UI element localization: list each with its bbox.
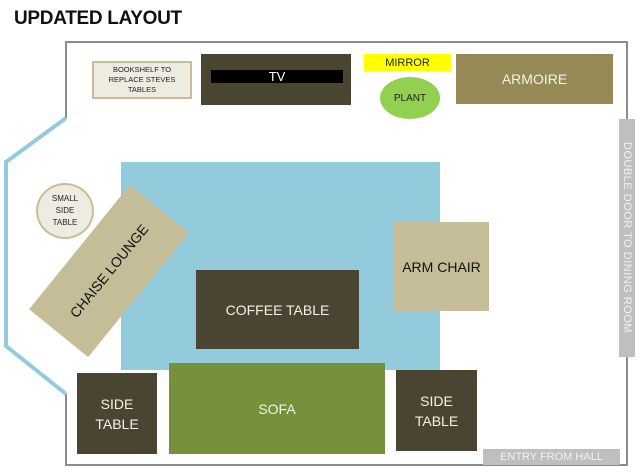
coffee-table[interactable]: COFFEE TABLE bbox=[196, 270, 359, 349]
sofa-label: SOFA bbox=[258, 400, 296, 417]
arm-chair-label: ARM CHAIR bbox=[402, 258, 481, 275]
sofa[interactable]: SOFA bbox=[169, 363, 385, 454]
coffee-table-label: COFFEE TABLE bbox=[225, 301, 330, 318]
bookshelf[interactable]: BOOKSHELF TO REPLACE STEVES TABLES bbox=[92, 61, 192, 99]
armoire[interactable]: ARMOIRE bbox=[456, 54, 613, 104]
page-title: UPDATED LAYOUT bbox=[14, 8, 182, 29]
tv-screen: TV bbox=[211, 70, 343, 83]
mirror[interactable]: MIRROR bbox=[364, 54, 451, 71]
hall-entry-door[interactable]: ENTRY FROM HALL bbox=[483, 449, 620, 465]
bay-window bbox=[3, 116, 68, 396]
tv-stand[interactable]: TV bbox=[201, 54, 351, 105]
hall-entry-door-label: ENTRY FROM HALL bbox=[500, 451, 603, 463]
small-side-table[interactable]: SMALL SIDE TABLE bbox=[36, 183, 94, 239]
tv-label: TV bbox=[268, 69, 286, 84]
side-table-left-label: SIDE TABLE bbox=[95, 395, 139, 432]
mirror-label: MIRROR bbox=[385, 56, 430, 69]
armoire-label: ARMOIRE bbox=[501, 71, 568, 87]
side-table-left[interactable]: SIDE TABLE bbox=[77, 373, 157, 454]
side-table-right[interactable]: SIDE TABLE bbox=[396, 370, 477, 451]
arm-chair[interactable]: ARM CHAIR bbox=[394, 222, 489, 311]
dining-room-door-label: DOUBLE DOOR TO DINING ROOM bbox=[621, 142, 633, 334]
dining-room-door[interactable]: DOUBLE DOOR TO DINING ROOM bbox=[619, 119, 635, 357]
small-side-table-label: SMALL SIDE TABLE bbox=[51, 194, 79, 227]
side-table-right-label: SIDE TABLE bbox=[414, 392, 459, 429]
plant[interactable]: PLANT bbox=[380, 77, 440, 119]
plant-label: PLANT bbox=[393, 92, 427, 104]
bookshelf-label: BOOKSHELF TO REPLACE STEVES TABLES bbox=[108, 65, 176, 94]
